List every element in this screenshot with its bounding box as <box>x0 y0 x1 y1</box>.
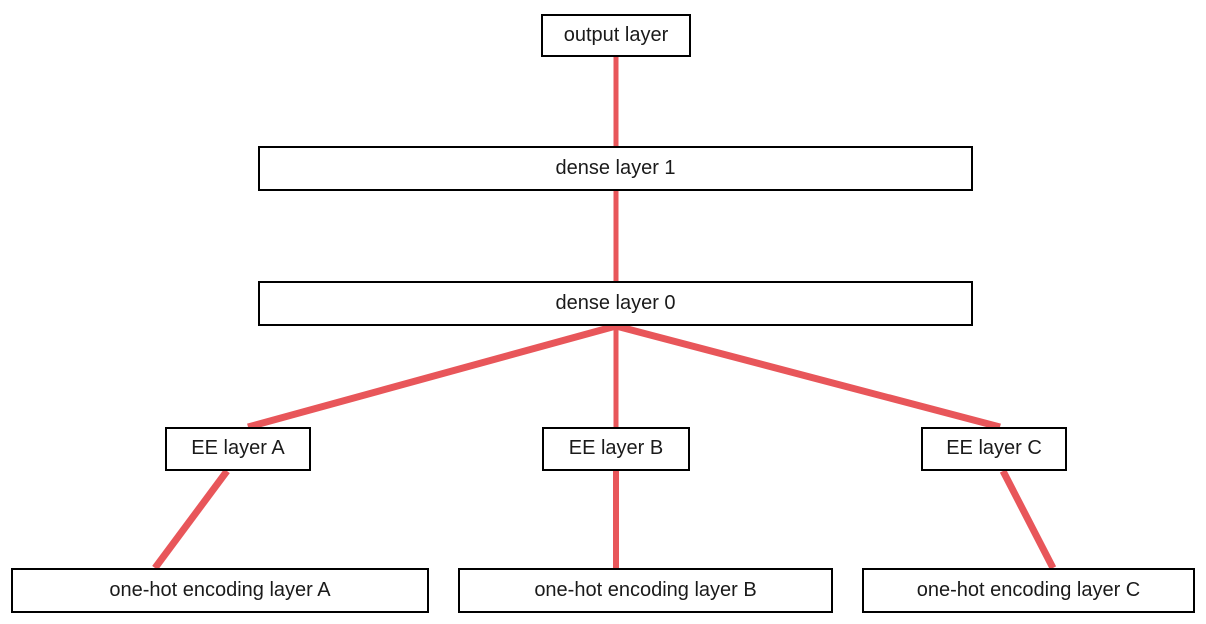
edge-ee-c-to-onehot-c <box>999 469 1057 570</box>
node-label-output-layer: output layer <box>563 23 669 46</box>
node-output-layer[interactable]: output layer <box>541 14 691 57</box>
node-label-one-hot-encoding-layer-b: one-hot encoding layer B <box>534 578 757 601</box>
node-ee-layer-b[interactable]: EE layer B <box>542 427 690 471</box>
node-one-hot-encoding-layer-b[interactable]: one-hot encoding layer B <box>458 568 833 613</box>
node-one-hot-encoding-layer-a[interactable]: one-hot encoding layer A <box>11 568 429 613</box>
node-label-dense-layer-0: dense layer 0 <box>555 291 676 314</box>
node-dense-layer-1[interactable]: dense layer 1 <box>258 146 973 191</box>
node-one-hot-encoding-layer-c[interactable]: one-hot encoding layer C <box>862 568 1195 613</box>
node-ee-layer-a[interactable]: EE layer A <box>165 427 311 471</box>
edge-dense0-to-ee-c <box>615 322 1001 431</box>
edge-ee-a-to-onehot-a <box>152 468 230 571</box>
edge-dense0-to-ee-a <box>247 322 617 431</box>
node-label-one-hot-encoding-layer-a: one-hot encoding layer A <box>109 578 331 601</box>
node-ee-layer-c[interactable]: EE layer C <box>921 427 1067 471</box>
node-label-dense-layer-1: dense layer 1 <box>555 156 676 179</box>
node-label-ee-layer-c: EE layer C <box>946 437 1042 459</box>
node-label-ee-layer-a: EE layer A <box>191 437 285 459</box>
node-label-ee-layer-b: EE layer B <box>568 437 664 459</box>
node-dense-layer-0[interactable]: dense layer 0 <box>258 281 973 326</box>
node-label-one-hot-encoding-layer-c: one-hot encoding layer C <box>916 578 1141 601</box>
